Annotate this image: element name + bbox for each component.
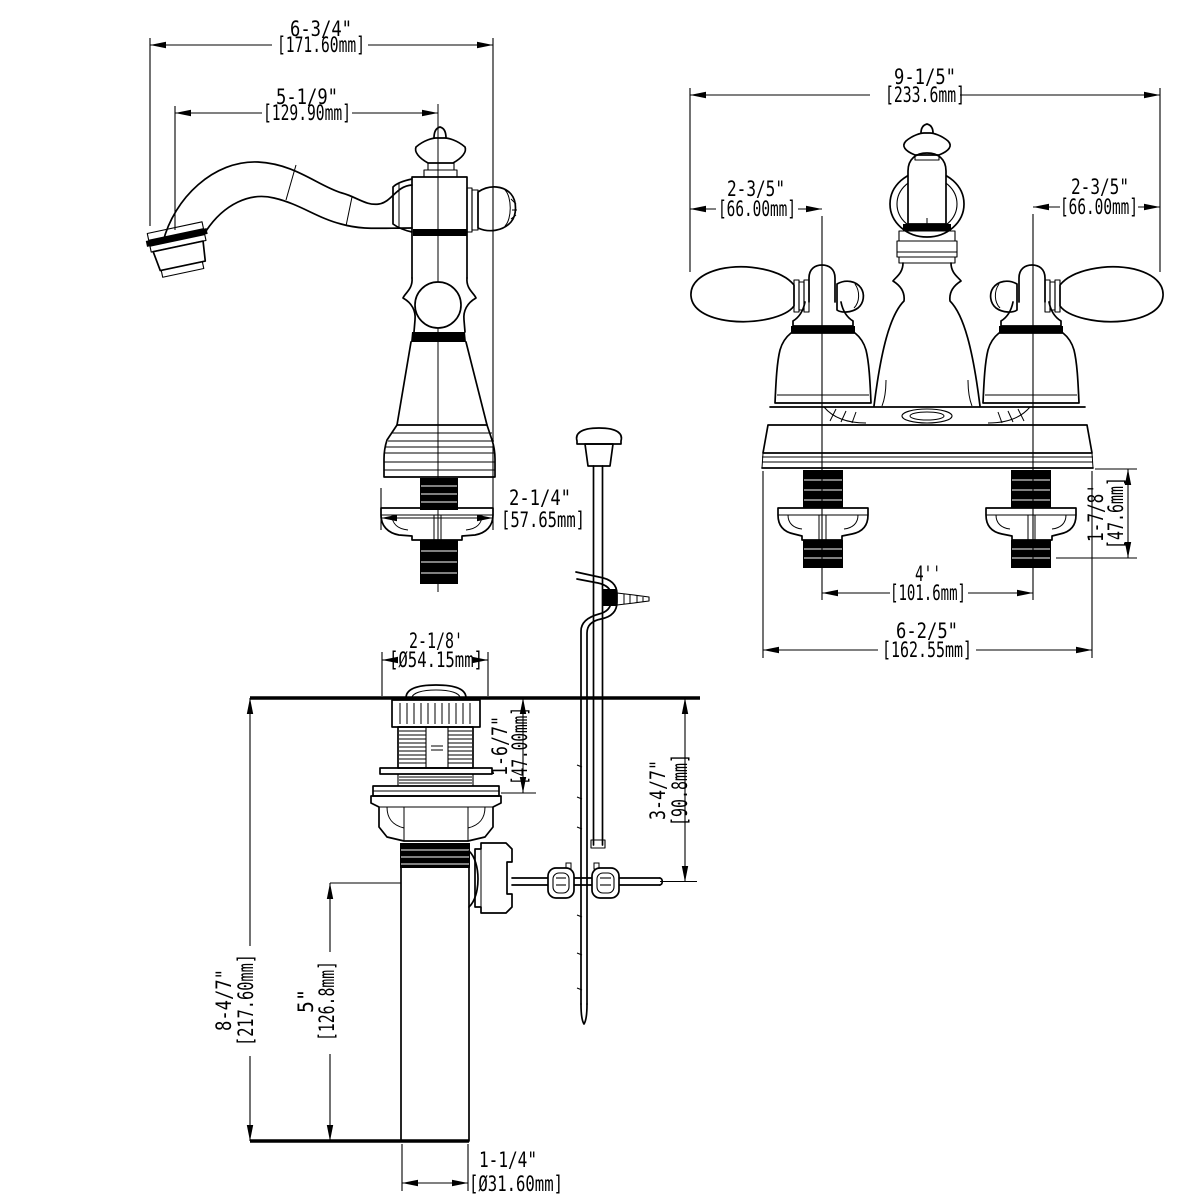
dim-label: 2-1/8' [409,629,463,653]
flange-ribs [399,703,471,724]
spout-seam [285,164,297,201]
dim-label: 2-3/5" [1071,175,1129,199]
dim-label-mm: [47.00mm] [508,707,532,785]
dim-front-base: 6-2/5" [162.55mm] [762,471,1093,662]
dim-label: 8-4/7" [212,969,236,1031]
dim-label: 3-4/7" [646,760,670,820]
body-ball [414,281,462,329]
pivot-nut [474,842,513,914]
side-view-faucet [145,104,517,592]
dim-label-mm: [101.6mm] [890,581,966,605]
dim-drain-flange: 2-1/8' [Ø54.15mm] [381,629,489,696]
dim-label-mm: [171.60mm] [277,33,365,57]
dim-drain-outlet: 1-1/4" [Ø31.60mm] [401,1144,563,1196]
side-handle [466,186,517,233]
dim-label: 1-1/4" [479,1148,537,1172]
dim-label-mm: [129.90mm] [263,101,351,125]
dim-drain-under-deck: 1-6/7" [47.00mm] [488,698,536,794]
column-left [873,262,905,407]
dim-front-centers: 4'' [101.6mm] [822,562,1033,605]
body-waist-left [402,277,416,333]
deck [761,406,1094,469]
dim-label: 6-2/5" [896,619,958,643]
dim-label: 1-6/7" [488,716,512,776]
dim-label-mm: [Ø54.15mm] [389,648,483,672]
dim-drain-tailpiece: 5" [126.8mm] [294,883,339,1141]
lift-rod-knob [575,427,623,445]
front-handle-left [690,264,872,404]
body-band-lower [411,332,466,342]
side-base [383,424,496,478]
front-shank-right [985,469,1077,569]
dim-label: 1-7/8' [1084,484,1108,542]
lift-rod-assembly [575,427,650,1025]
dim-side-reach: 5-1/9" [129.90mm] [174,85,438,230]
dim-front-shank-length: 1-7/8' [47.6mm] [1056,468,1137,559]
dim-label: 4'' [915,562,941,586]
dim-label-mm: [57.65mm] [501,508,585,532]
lift-rod-end [590,839,606,849]
dim-label: 5" [294,989,318,1013]
dim-label: 2-1/4" [509,486,571,510]
spout-front [907,152,947,225]
dim-side-overall: 6-3/4" [171.60mm] [149,17,494,530]
front-handle-right [982,264,1164,404]
rod-clip [575,571,618,699]
dim-label-mm: [217.60mm] [234,954,258,1046]
front-collar [896,224,958,264]
dim-label-mm: [66.00mm] [1060,195,1138,219]
dim-front-left-handle: 2-3/5" [66.00mm] [690,177,823,600]
pivot-ball [468,850,479,908]
dim-label: 2-3/5" [727,177,785,201]
spout-tip [145,221,208,278]
dim-label-mm: [Ø31.60mm] [469,1172,563,1196]
spout-top-curve [162,161,413,243]
drain-locknut [370,795,502,842]
drain-assembly [250,684,700,1143]
dim-label-mm: [126.8mm] [315,961,339,1041]
strap-holes [576,764,583,991]
drain-cap [405,684,467,699]
clip-screw [603,589,617,606]
faucet-body [411,176,468,279]
finial [414,126,467,178]
dim-front-overall: 9-1/5" [233.6mm] [689,65,1161,272]
rod-spring-clip [547,862,620,899]
spout-seam [345,196,353,227]
dim-label-mm: [66.00mm] [718,197,796,221]
dim-label: 5-1/9" [276,85,338,109]
dim-drain-overall: 8-4/7" [217.60mm] [212,698,258,1141]
dim-label-mm: [162.55mm] [882,638,972,662]
dim-side-shank-width: 2-1/4" [57.65mm] [380,486,585,532]
body-band [413,229,467,236]
dimensions: 6-3/4" [171.60mm] 5-1/9" [129.90mm] 2-1/… [149,17,1161,1196]
body-waist-right [463,277,477,333]
dim-label: 9-1/5" [894,65,956,89]
dim-label: 6-3/4" [290,17,352,41]
spout-bottom-curve [205,195,413,232]
side-shank [380,478,494,584]
handle-lever [690,266,795,323]
dim-front-right-handle: 2-3/5" [66.00mm] [1032,175,1160,600]
dim-label-mm: [233.6mm] [885,83,965,107]
drain-flange [391,699,481,728]
dim-label-mm: [47.6mm] [1104,477,1128,549]
drain-washer [379,767,493,775]
front-finial [903,123,951,161]
spout-junction [392,178,413,233]
dim-drain-upper: 3-4/7" [90.8mm] [646,698,692,882]
front-view-faucet [690,123,1164,569]
dim-label-mm: [90.8mm] [668,754,692,826]
handle-knob [836,280,865,313]
front-shank-left [777,470,869,568]
handle-bell [774,332,872,404]
mounting-nut [380,507,494,541]
column-right [949,262,981,407]
